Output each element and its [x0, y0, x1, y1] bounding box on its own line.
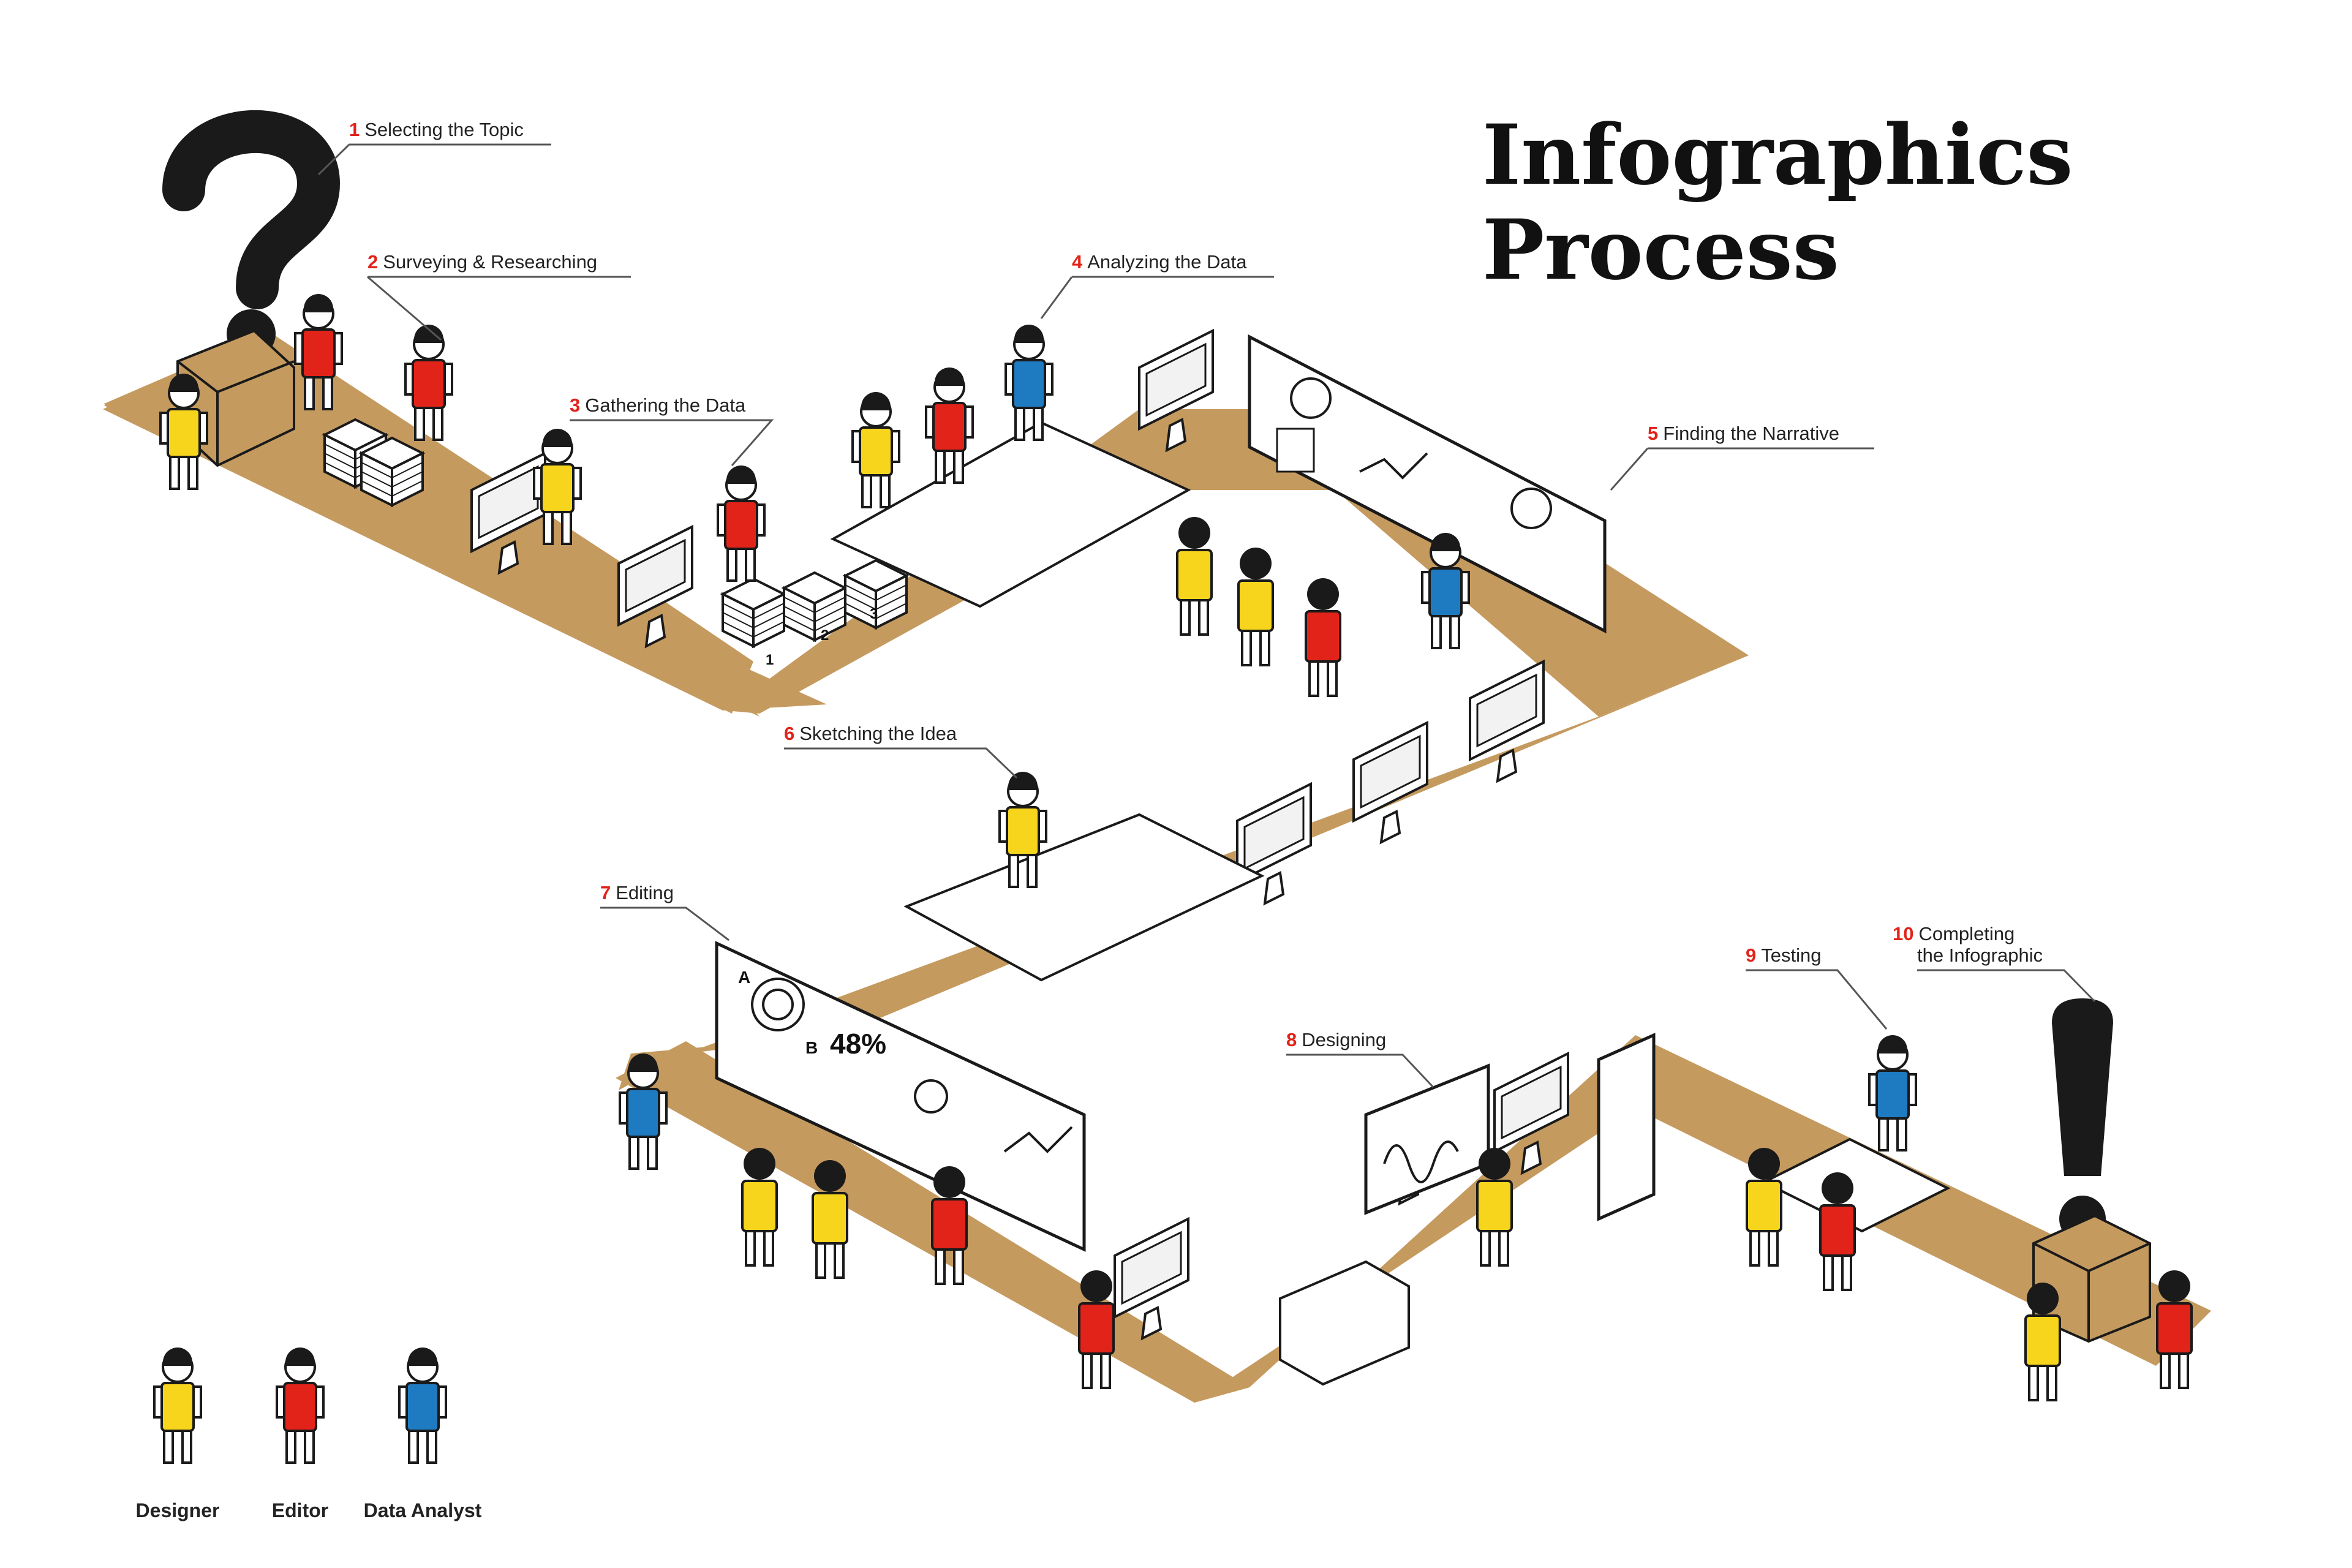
props: 1 2 3 A B 48% — [323, 330, 1951, 1386]
step-2-number: 2 — [368, 251, 378, 273]
monitor-icon — [1236, 783, 1312, 905]
stack-tag-1: 1 — [766, 652, 774, 668]
page-subtitle: Process — [1482, 201, 1839, 298]
step-2-text: Surveying & Researching — [383, 251, 597, 273]
editor-figure-back — [931, 1165, 968, 1285]
book-stack — [783, 571, 846, 641]
step-10-number: 10 — [1893, 923, 1913, 944]
analyst-swatch — [398, 1346, 447, 1464]
step-8-text: Designing — [1302, 1029, 1386, 1050]
page-title: Infographics — [1482, 106, 2073, 203]
step-8-number: 8 — [1286, 1029, 1297, 1050]
editor-swatch — [276, 1346, 325, 1464]
editing-board: A B 48% — [715, 941, 1086, 1252]
stack-number-tags: 1 2 3 — [766, 606, 878, 668]
designer-swatch — [153, 1346, 202, 1464]
title-block: Infographics Process — [1482, 106, 2073, 298]
step-6-text: Sketching the Idea — [799, 723, 957, 744]
exclamation-mark-icon — [2032, 998, 2151, 1343]
designer-figure-back — [741, 1147, 778, 1267]
editor-figure-back — [2156, 1269, 2193, 1389]
step-4-text: Analyzing the Data — [1087, 251, 1247, 273]
shelf — [1597, 1033, 1656, 1221]
narrative-board — [1248, 334, 1607, 634]
board-percent: 48% — [830, 1028, 886, 1060]
legend-label-designer: Designer — [136, 1499, 220, 1521]
legend-label-data-analyst: Data Analyst — [364, 1499, 482, 1521]
editor-figure-back — [1078, 1269, 1115, 1389]
book-stack — [722, 578, 785, 647]
step-9-text: Testing — [1761, 944, 1821, 966]
stack-tag-3: 3 — [870, 606, 878, 622]
step-1-number: 1 — [349, 119, 360, 140]
designer-figure-back — [1176, 516, 1213, 636]
board-letter-b: B — [805, 1038, 818, 1057]
editor-figure — [404, 323, 453, 441]
analyst-figure — [1005, 323, 1054, 441]
step-9-number: 9 — [1746, 944, 1756, 966]
step-3-number: 3 — [570, 394, 580, 416]
designer-figure-back — [2024, 1281, 2061, 1401]
designer-figure-back — [1476, 1147, 1513, 1267]
editor-figure-back — [1819, 1171, 1856, 1291]
step-10-text: Completing — [1918, 923, 2015, 944]
legend-item-designer: Designer — [136, 1346, 220, 1521]
designer-figure-back — [812, 1159, 848, 1279]
designer-figure — [851, 391, 900, 508]
step-5-text: Finding the Narrative — [1663, 423, 1839, 444]
book-stack — [360, 437, 424, 507]
step-3-text: Gathering the Data — [585, 394, 746, 416]
board-letter-a: A — [738, 968, 750, 987]
legend-item-editor: Editor — [272, 1346, 328, 1521]
designer-figure-back — [1237, 546, 1274, 666]
desk-drawers — [1279, 1260, 1410, 1386]
walkway-segment-6 — [1194, 1035, 2211, 1403]
legend: Designer Editor Data Analyst — [136, 1346, 482, 1521]
editor-figure — [717, 464, 766, 582]
analysis-table — [830, 421, 1191, 608]
step-7-number: 7 — [600, 882, 611, 903]
step-7-text: Editing — [616, 882, 674, 903]
designer-figure-back — [1746, 1147, 1782, 1267]
legend-item-data-analyst: Data Analyst — [364, 1346, 482, 1521]
sketch-table — [903, 813, 1265, 982]
stack-tag-2: 2 — [821, 627, 829, 644]
legend-label-editor: Editor — [272, 1499, 328, 1521]
question-mark-icon — [162, 110, 341, 467]
monitor-icon — [1352, 722, 1428, 843]
step-1-text: Selecting the Topic — [364, 119, 524, 140]
editor-figure-back — [1305, 577, 1341, 697]
analyst-figure — [1868, 1034, 1917, 1152]
step-4-number: 4 — [1072, 251, 1083, 273]
step-10-text-line2: the Infographic — [1917, 944, 2043, 966]
step-5-number: 5 — [1648, 423, 1658, 444]
step-6-number: 6 — [784, 723, 794, 744]
